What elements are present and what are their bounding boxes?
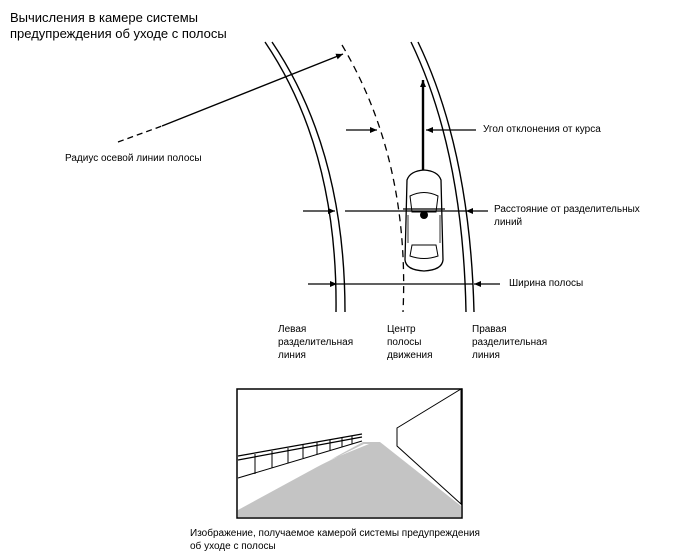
label-left-lane-line-1: Левая	[278, 324, 307, 335]
label-right-lane-line-1: Правая	[472, 324, 507, 335]
right-lane-line-inner	[410, 41, 467, 313]
camera-image-caption: Изображение, получаемое камерой системы …	[190, 527, 480, 553]
diagram-title: Вычисления в камере системы предупрежден…	[10, 10, 227, 42]
left-lane-line-inner	[271, 41, 346, 313]
caption-line-2: об уходе с полосы	[190, 541, 276, 552]
label-lane-radius: Радиус осевой линии полосы	[65, 153, 202, 164]
label-lane-width: Ширина полосы	[509, 278, 584, 289]
label-right-lane-line: Правая разделительная линия	[472, 323, 547, 362]
label-right-lane-line-2: разделительная	[472, 337, 548, 348]
label-lane-offset: Расстояние от разделительных линий	[494, 203, 640, 229]
lane-center-line	[341, 44, 405, 313]
label-right-lane-line-3: линия	[472, 350, 500, 361]
label-lane-center-1: Центр	[387, 324, 416, 335]
camera-image	[236, 388, 463, 519]
left-lane-line-outer	[264, 41, 337, 313]
title-line-1: Вычисления в камере системы	[10, 10, 198, 25]
label-left-lane-line-2: разделительная	[278, 337, 354, 348]
right-lane-line-outer	[417, 41, 475, 313]
caption-line-1: Изображение, получаемое камерой системы …	[190, 528, 480, 539]
vehicle-top-view	[403, 169, 445, 272]
radius-arrow	[161, 53, 344, 127]
label-left-lane-line-3: линия	[278, 350, 306, 361]
label-yaw-angle: Угол отклонения от курса	[483, 124, 601, 135]
label-lane-center-2: полосы	[387, 337, 422, 348]
label-lane-center-3: движения	[387, 350, 433, 361]
label-lane-center: Центр полосы движения	[387, 323, 433, 362]
radius-dash	[117, 125, 163, 143]
label-lane-offset-line-2: линий	[494, 217, 523, 228]
title-line-2: предупреждения об уходе с полосы	[10, 26, 227, 41]
label-lane-offset-line-1: Расстояние от разделительных	[494, 204, 640, 215]
label-left-lane-line: Левая разделительная линия	[278, 323, 353, 362]
